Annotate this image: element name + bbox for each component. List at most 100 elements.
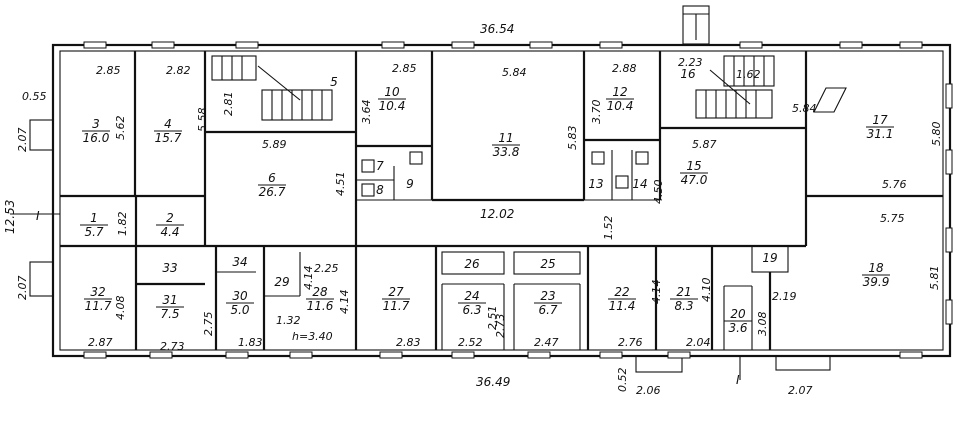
dimension-label: 2.04 (686, 336, 711, 349)
overall-bottom-dim: 36.49 (476, 375, 510, 389)
dimension-label: 2.75 (202, 312, 215, 337)
dimension-label: 5.83 (566, 126, 579, 151)
room-20-area: 3.6 (728, 321, 747, 335)
dimension-label: 1.82 (116, 212, 129, 237)
room-15-area: 47.0 (681, 173, 708, 187)
room-11-number: 11 (498, 131, 513, 145)
bottom-right-window-dim: 2.07 (788, 384, 813, 397)
room-30-number: 30 (232, 289, 248, 303)
dimension-label: 1.32 (276, 314, 301, 327)
room-18-number: 18 (868, 261, 884, 275)
stair-5 (211, 55, 333, 121)
dimension-label: 5.58 (196, 108, 209, 133)
room-21-area: 8.3 (674, 299, 693, 313)
dimension-label: 5.76 (882, 178, 907, 191)
dimension-label: 2.85 (392, 62, 417, 75)
room-23-area: 6.7 (538, 303, 557, 317)
room-15-number: 15 (686, 159, 701, 173)
room-21-number: 21 (676, 285, 691, 299)
dimension-label: 4.10 (700, 278, 713, 303)
dimension-label: 2.85 (96, 64, 121, 77)
room-14-number: 14 (632, 177, 647, 191)
left-bay-window-top (29, 119, 54, 151)
dimension-label: 3.70 (590, 100, 603, 125)
section-mark-bottom: I (736, 373, 740, 387)
room-27-area: 11.7 (383, 299, 410, 313)
dimension-label: 2.88 (612, 62, 637, 75)
dimension-label: 2.73 (160, 340, 185, 353)
room-22-area: 11.4 (609, 299, 636, 313)
inner-wall-outline (59, 50, 944, 351)
dimension-label: 5.62 (114, 116, 127, 141)
left-window-top-dim: 2.07 (16, 128, 29, 153)
room-17-area: 31.1 (867, 127, 894, 141)
room-19-number: 19 (762, 251, 777, 265)
room-33-number: 33 (162, 261, 177, 275)
room-27-number: 27 (388, 285, 404, 299)
dimension-label: 3.64 (360, 100, 373, 125)
room-13-number: 13 (588, 177, 603, 191)
room-2-number: 2 (166, 211, 174, 225)
room-26-number: 26 (464, 257, 480, 271)
dimension-label: 4.50 (652, 180, 665, 205)
room-9-number: 9 (406, 177, 414, 191)
room-24-area: 6.3 (462, 303, 481, 317)
dimension-label: 5.89 (262, 138, 287, 151)
dimension-label: 3.08 (756, 312, 769, 337)
dimension-label: 5.84 (792, 102, 817, 115)
room-30-area: 5.0 (230, 303, 249, 317)
room-8-number: 8 (376, 183, 384, 197)
dimension-label: 5.84 (502, 66, 527, 79)
dimension-label: 2.51 (486, 306, 499, 331)
room-34-number: 34 (232, 255, 247, 269)
dimension-label: 2.25 (314, 262, 339, 275)
room-12-number: 12 (612, 85, 627, 99)
room-18-area: 39.9 (863, 275, 890, 289)
room-23-number: 23 (540, 289, 555, 303)
room-31-number: 31 (162, 293, 177, 307)
dimension-label: 2.52 (458, 336, 483, 349)
dimension-label: 4.51 (334, 172, 347, 197)
dimension-label: 2.23 (678, 56, 703, 69)
dimension-label: 2.83 (396, 336, 421, 349)
dimension-label: 5.75 (880, 212, 905, 225)
corridor-length-dim: 12.02 (480, 207, 514, 221)
top-windows (83, 41, 923, 49)
dimension-label: 2.82 (166, 64, 191, 77)
room-11-area: 33.8 (493, 145, 520, 159)
room-1-number: 1 (90, 211, 98, 225)
left-window-bottom-dim: 2.07 (16, 276, 29, 301)
room-29-number: 29 (274, 275, 289, 289)
room-28-area: 11.6 (307, 299, 334, 313)
dimension-label: 1.62 (736, 68, 761, 81)
dimension-label: 1.83 (238, 336, 263, 349)
dimension-label: 4.14 (302, 266, 315, 291)
left-bay-window-bottom (29, 261, 54, 297)
room-4-number: 4 (164, 117, 172, 131)
dimension-label: 2.81 (222, 92, 235, 117)
dimension-label: 2.47 (534, 336, 559, 349)
room-28-number: 28 (312, 285, 328, 299)
room-10-area: 10.4 (379, 99, 406, 113)
dimension-label: 4.14 (338, 290, 351, 315)
section-mark-left: I (36, 209, 40, 223)
room-20-number: 20 (730, 307, 746, 321)
bottom-door-depth-dim: 0.52 (616, 368, 629, 393)
left-window-depth-dim: 0.55 (22, 90, 47, 103)
dimension-label: 2.19 (772, 290, 797, 303)
room-24-number: 24 (464, 289, 479, 303)
right-windows (945, 83, 953, 325)
stair-16 (695, 55, 775, 119)
outer-wall (51, 43, 952, 358)
bottom-windows (83, 351, 923, 359)
ramp-symbol (813, 87, 847, 113)
room-10-number: 10 (384, 85, 400, 99)
room-4-area: 15.7 (155, 131, 182, 145)
room-6-number: 6 (268, 171, 276, 185)
room-31-area: 7.5 (160, 307, 179, 321)
overall-top-dim: 36.54 (480, 22, 514, 36)
room-3-number: 3 (92, 117, 100, 131)
vent-shaft (682, 5, 710, 45)
